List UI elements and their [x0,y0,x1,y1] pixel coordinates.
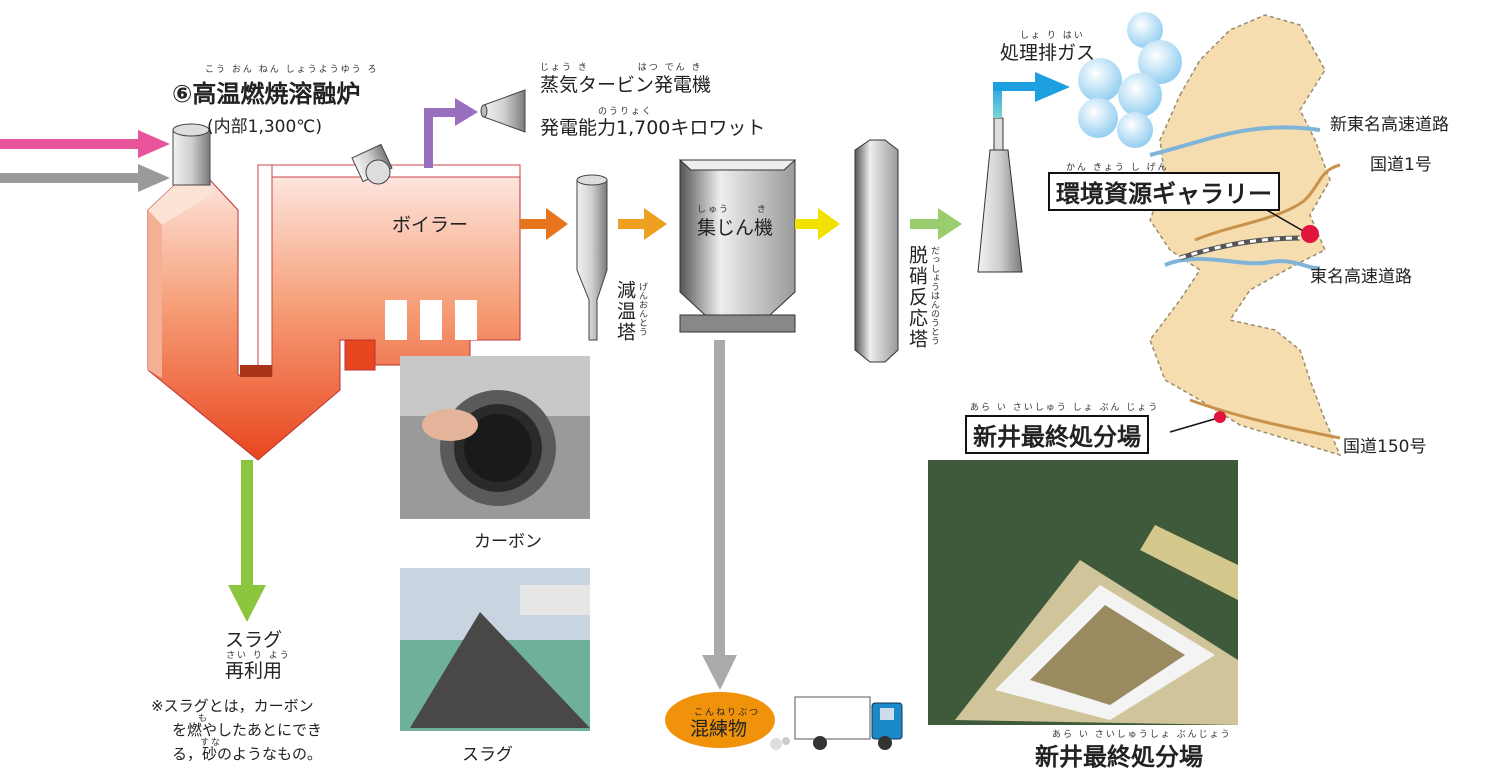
new-tomei-label: 新東名高速道路 [1330,115,1449,135]
furnace-ruby: こう おん ねん しょうようゆう ろ [205,65,379,75]
slag-reuse-ruby: さい り よう [226,651,291,661]
arrow-denitration-to-stack [910,208,962,240]
melting-furnace [147,164,521,461]
route1-label: 国道1号 [1370,155,1432,175]
input-arrow-gray [0,164,170,192]
landfill-marker [1214,411,1226,423]
exhaust-arrow [993,72,1070,118]
dust-collector-label: 集じん機 [697,217,774,239]
boiler-label: ボイラー [392,214,469,236]
slag-note-ruby1: も [198,714,210,724]
slag-note-ruby2: すな [200,738,223,748]
carbon-photo [400,356,590,519]
mixture-ellipse [665,692,775,748]
turbine-generator [480,89,526,133]
steam-arrow [424,98,478,168]
exhaust-clouds [1078,12,1182,148]
gallery-label: 環境資源ギャラリー [1048,172,1280,211]
furnace-temperature: (内部1,300℃) [207,117,323,137]
gallery-ruby: かん きょう し げん [1066,163,1169,173]
hopper-cylinder [172,123,211,186]
landfill-photo-caption: 新井最終処分場 [1035,743,1203,771]
landfill-photo-ruby: あら い さいしゅうしょ ぶんじょう [1052,730,1232,740]
exhaust-ruby: しょ り はい [1020,31,1085,41]
slag-reuse-line1: スラグ [225,629,283,651]
cooling-tower-ruby: げんおんとう [637,282,647,336]
arrow-cooling-to-dust [618,208,667,240]
carbon-caption: カーボン [474,532,542,552]
chimney-stack [977,117,1023,273]
slag-note-line3: る，砂のようなもの。 [172,745,323,763]
landfill-photo [928,460,1238,725]
cooling-tower [576,174,608,341]
turbine-title: 蒸気タービン発電機 [540,74,712,96]
dust-collector [678,159,797,333]
slag-reuse-line2: 再利用 [225,660,283,682]
truck-icon [770,696,903,750]
mixture-label: 混練物 [690,718,748,740]
slag-caption: スラグ [462,745,513,765]
city-map [1149,14,1342,457]
gallery-marker [1301,225,1319,243]
route150-label: 国道150号 [1343,437,1427,457]
mixture-ruby: こんねりぶつ [694,708,761,718]
tomei-label: 東名高速道路 [1310,267,1412,287]
turbine-capacity-ruby: のうりょく [598,107,654,117]
slag-arrow [228,460,266,622]
turbine-capacity: 発電能力1,700キロワット [540,117,766,139]
mixture-arrow [702,340,737,690]
landfill-map-label: 新井最終処分場 [965,415,1149,454]
cooling-tower-label: 減温塔 [614,280,636,343]
turbine-title-ruby: じょう き はつ でん き [540,63,703,73]
slag-note-line2: を燃やしたあとにでき [172,721,323,739]
landfill-map-ruby: あら い さいしゅう しょ ぶん じょう [970,403,1160,413]
furnace-number: ⑥ [172,80,193,108]
denitration-label: 脱硝反応塔 [906,245,928,350]
pipe-connector [351,143,393,185]
slag-note-line1: ※スラグとは，カーボン [151,697,314,715]
furnace-title: 高温燃焼溶融炉 [192,80,361,108]
furnace-title-line: ⑥高温燃焼溶融炉 [172,74,360,109]
arrow-boiler-to-cooling [520,208,568,240]
arrow-dust-to-denitration [795,208,840,240]
input-arrow-pink [0,130,170,158]
dust-collector-ruby: しゅう き [697,205,768,215]
exhaust-label: 処理排ガス [1000,42,1096,64]
slag-photo [400,568,590,731]
denitration-tower [854,139,899,363]
denitration-ruby: だっしょうはんのうとう [929,246,939,345]
